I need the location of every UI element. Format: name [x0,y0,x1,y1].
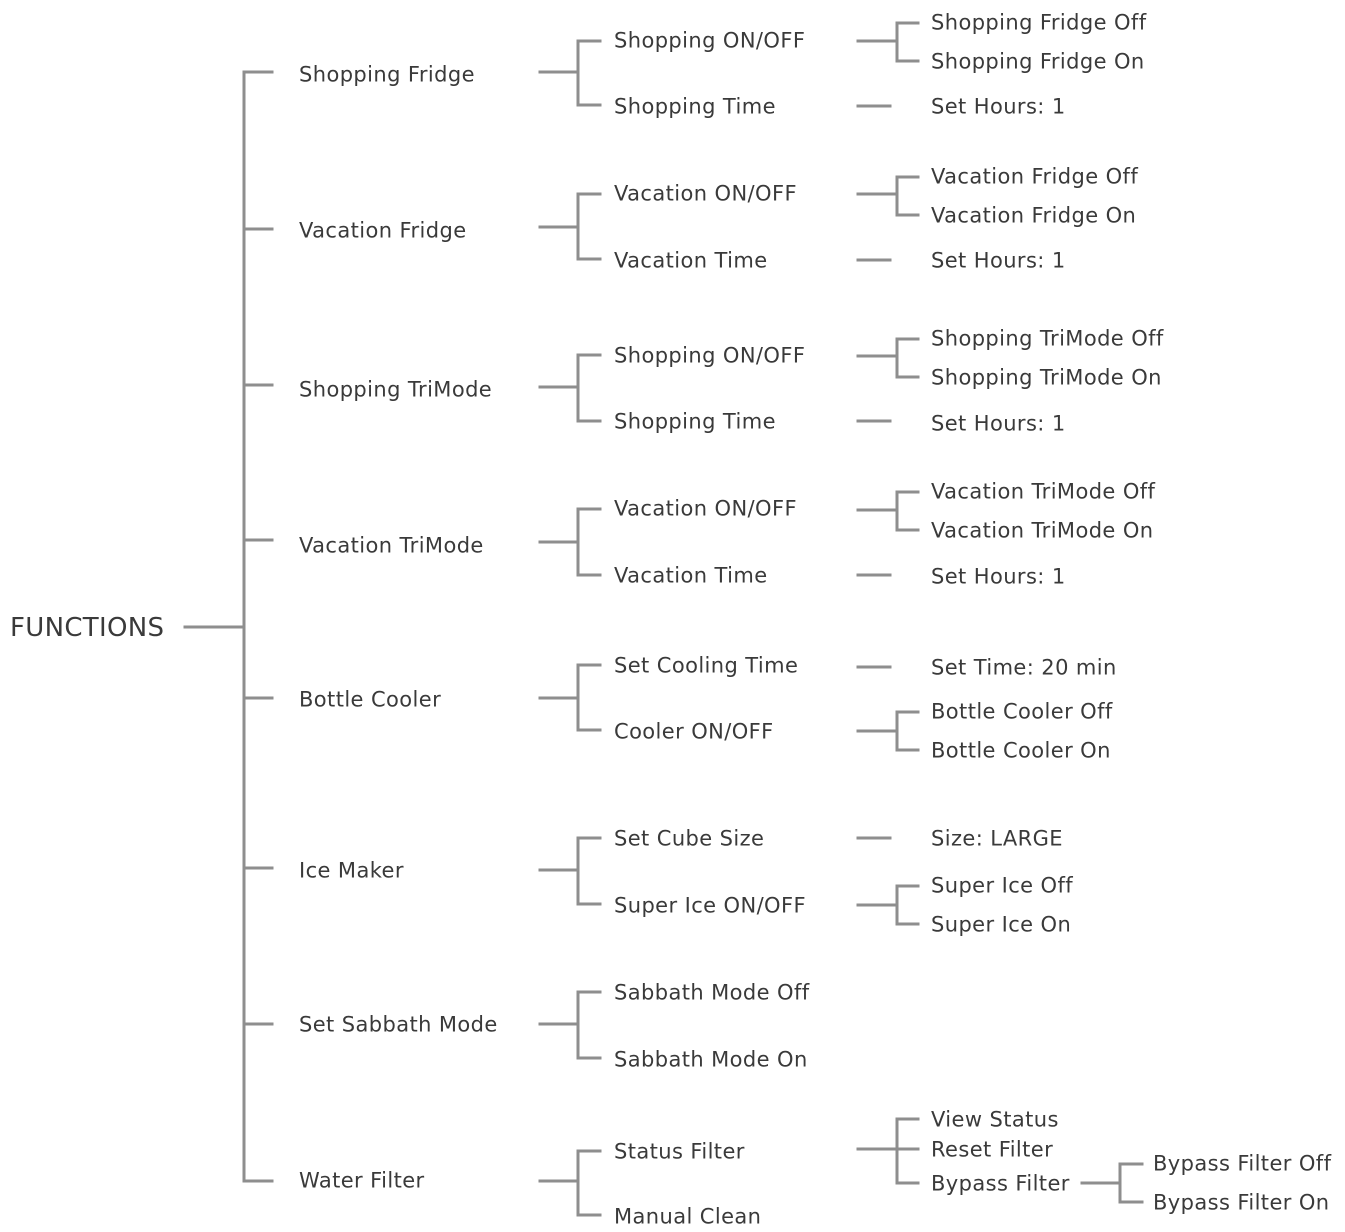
function-water-filter: Water Filter [299,1168,425,1193]
submenu-set-cube-size: Set Cube Size [614,826,765,851]
submenu-manual-clean: Manual Clean [614,1204,762,1229]
function-vacation-fridge: Vacation Fridge [299,218,467,243]
submenu-vacation-time: Vacation Time [614,563,768,588]
option-set-hours: Set Hours: 1 [931,564,1066,589]
option-cube-size: Size: LARGE [931,826,1063,851]
function-bottle-cooler: Bottle Cooler [299,687,442,712]
option-set-hours: Set Hours: 1 [931,94,1066,119]
submenu-status-filter: Status Filter [614,1139,745,1164]
function-shopping-trimode: Shopping TriMode [299,377,493,402]
option-shopping-fridge-on: Shopping Fridge On [931,49,1145,74]
option-set-hours: Set Hours: 1 [931,248,1066,273]
function-set-sabbath-mode: Set Sabbath Mode [299,1012,498,1037]
option-vacation-fridge-off: Vacation Fridge Off [931,164,1139,189]
option-vacation-trimode-off: Vacation TriMode Off [931,479,1156,504]
option-reset-filter: Reset Filter [931,1137,1054,1162]
option-set-time: Set Time: 20 min [931,655,1117,680]
option-shopping-trimode-on: Shopping TriMode On [931,365,1162,390]
submenu-super-ice-onoff: Super Ice ON/OFF [614,893,806,918]
option-view-status: View Status [931,1107,1059,1132]
submenu-vacation-onoff: Vacation ON/OFF [614,181,797,206]
option-bottle-cooler-off: Bottle Cooler Off [931,699,1113,724]
submenu-vacation-onoff: Vacation ON/OFF [614,496,797,521]
option-vacation-trimode-on: Vacation TriMode On [931,518,1154,543]
option-set-hours: Set Hours: 1 [931,411,1066,436]
option-shopping-trimode-off: Shopping TriMode Off [931,326,1164,351]
root-node-label: FUNCTIONS [10,613,165,643]
option-bypass-filter-on: Bypass Filter On [1153,1190,1330,1215]
submenu-bypass-filter: Bypass Filter [931,1171,1070,1196]
submenu-set-cooling-time: Set Cooling Time [614,653,799,678]
option-sabbath-mode-on: Sabbath Mode On [614,1047,808,1072]
submenu-shopping-onoff: Shopping ON/OFF [614,343,806,368]
function-shopping-fridge: Shopping Fridge [299,62,475,87]
submenu-vacation-time: Vacation Time [614,248,768,273]
option-bypass-filter-off: Bypass Filter Off [1153,1151,1332,1176]
submenu-shopping-time: Shopping Time [614,94,776,119]
option-super-ice-off: Super Ice Off [931,873,1074,898]
option-bottle-cooler-on: Bottle Cooler On [931,738,1111,763]
submenu-cooler-onoff: Cooler ON/OFF [614,719,774,744]
submenu-shopping-time: Shopping Time [614,409,776,434]
function-ice-maker: Ice Maker [299,858,404,883]
option-shopping-fridge-off: Shopping Fridge Off [931,10,1147,35]
function-vacation-trimode: Vacation TriMode [299,533,484,558]
option-vacation-fridge-on: Vacation Fridge On [931,203,1137,228]
option-super-ice-on: Super Ice On [931,912,1072,937]
submenu-shopping-onoff: Shopping ON/OFF [614,28,806,53]
option-sabbath-mode-off: Sabbath Mode Off [614,980,810,1005]
